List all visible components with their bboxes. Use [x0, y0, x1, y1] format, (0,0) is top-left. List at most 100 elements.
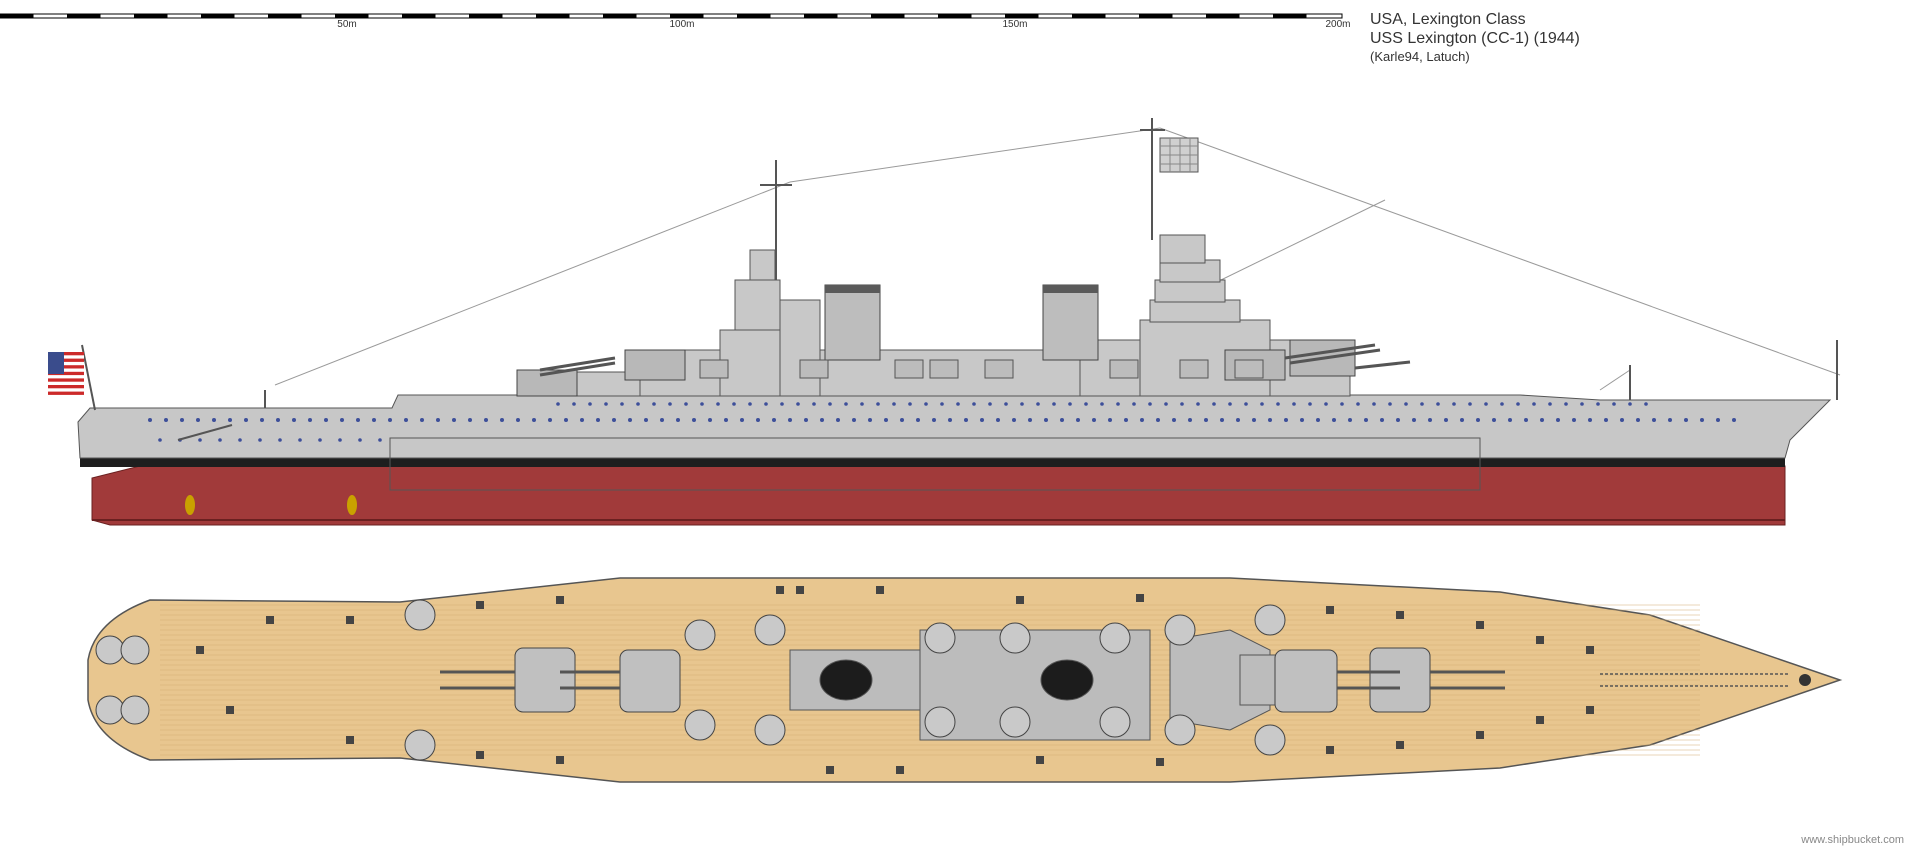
- porthole: [1236, 418, 1240, 422]
- secondary-gun: [929, 359, 959, 379]
- scale-segment: [670, 14, 704, 18]
- stern-mount: [95, 635, 125, 665]
- porthole: [358, 438, 362, 442]
- scale-segment: [871, 14, 905, 18]
- secondary-mount: [1164, 714, 1196, 746]
- porthole: [892, 402, 896, 406]
- porthole: [1612, 402, 1616, 406]
- porthole: [1132, 402, 1136, 406]
- porthole: [988, 402, 992, 406]
- porthole: [1716, 418, 1720, 422]
- scale-label-100m: 100m: [669, 19, 695, 30]
- aa-mount: [1036, 756, 1044, 764]
- porthole: [500, 418, 504, 422]
- secondary-mount: [754, 614, 786, 646]
- porthole: [404, 418, 408, 422]
- scale-segment: [938, 14, 972, 18]
- porthole: [564, 418, 568, 422]
- scale-segment: [469, 14, 503, 18]
- porthole: [1508, 418, 1512, 422]
- scale-segment: [268, 14, 302, 18]
- aa-mount: [476, 751, 484, 759]
- aa-mount: [1136, 594, 1144, 602]
- aa-mount: [1586, 706, 1594, 714]
- porthole: [436, 418, 440, 422]
- stern-mount: [95, 695, 125, 725]
- porthole: [1628, 402, 1632, 406]
- porthole: [604, 402, 608, 406]
- porthole: [940, 402, 944, 406]
- funnel-openings-plan: [819, 659, 1094, 701]
- title-block: USA, Lexington Class USS Lexington (CC-1…: [1370, 10, 1580, 66]
- porthole: [198, 438, 202, 442]
- aa-mount: [1536, 636, 1544, 644]
- porthole: [1684, 418, 1688, 422]
- porthole: [996, 418, 1000, 422]
- porthole: [1252, 418, 1256, 422]
- porthole: [1620, 418, 1624, 422]
- scale-segment: [804, 14, 838, 18]
- porthole: [218, 438, 222, 442]
- turret-plan-1: [514, 647, 576, 713]
- porthole: [548, 418, 552, 422]
- porthole: [860, 402, 864, 406]
- porthole: [724, 418, 728, 422]
- porthole: [972, 402, 976, 406]
- porthole: [1052, 402, 1056, 406]
- porthole: [804, 418, 808, 422]
- aa-mount: [346, 616, 354, 624]
- porthole: [1044, 418, 1048, 422]
- porthole: [468, 418, 472, 422]
- scale-label-150m: 150m: [1002, 19, 1028, 30]
- porthole: [1604, 418, 1608, 422]
- porthole: [836, 418, 840, 422]
- porthole: [1580, 402, 1584, 406]
- plan-gun-barrels: [440, 670, 1505, 690]
- porthole: [1260, 402, 1264, 406]
- porthole: [716, 402, 720, 406]
- porthole: [1372, 402, 1376, 406]
- scale-segment: [1072, 14, 1106, 18]
- porthole: [452, 418, 456, 422]
- porthole: [1188, 418, 1192, 422]
- secondary-guns: [699, 359, 1264, 379]
- turret-plan-4: [1369, 647, 1431, 713]
- secondary-mount: [684, 709, 716, 741]
- secondary-mount: [404, 729, 436, 761]
- porthole: [1644, 402, 1648, 406]
- secondary-mount: [1254, 604, 1286, 636]
- porthole: [298, 438, 302, 442]
- secondary-mount: [684, 619, 716, 651]
- porthole: [1084, 402, 1088, 406]
- flag-stripe: [48, 358, 84, 362]
- porthole: [1404, 402, 1408, 406]
- porthole: [1028, 418, 1032, 422]
- aa-mount: [1016, 596, 1024, 604]
- aa-mount: [776, 586, 784, 594]
- secondary-mount: [404, 599, 436, 631]
- porthole: [644, 418, 648, 422]
- scale-segment: [603, 14, 637, 18]
- porthole: [338, 438, 342, 442]
- aa-mount: [1586, 646, 1594, 654]
- porthole: [1092, 418, 1096, 422]
- porthole: [556, 402, 560, 406]
- porthole: [572, 402, 576, 406]
- porthole: [378, 438, 382, 442]
- porthole: [780, 402, 784, 406]
- porthole: [684, 402, 688, 406]
- secondary-mount: [1099, 706, 1131, 738]
- porthole: [980, 418, 984, 422]
- porthole: [1020, 402, 1024, 406]
- porthole: [668, 402, 672, 406]
- funnel-aft: [1042, 284, 1099, 361]
- flag-stripe: [48, 385, 84, 389]
- porthole: [908, 402, 912, 406]
- porthole: [1732, 418, 1736, 422]
- porthole: [1300, 418, 1304, 422]
- porthole: [1060, 418, 1064, 422]
- porthole: [1284, 418, 1288, 422]
- porthole: [876, 402, 880, 406]
- aa-mounts-plan: [196, 586, 1594, 774]
